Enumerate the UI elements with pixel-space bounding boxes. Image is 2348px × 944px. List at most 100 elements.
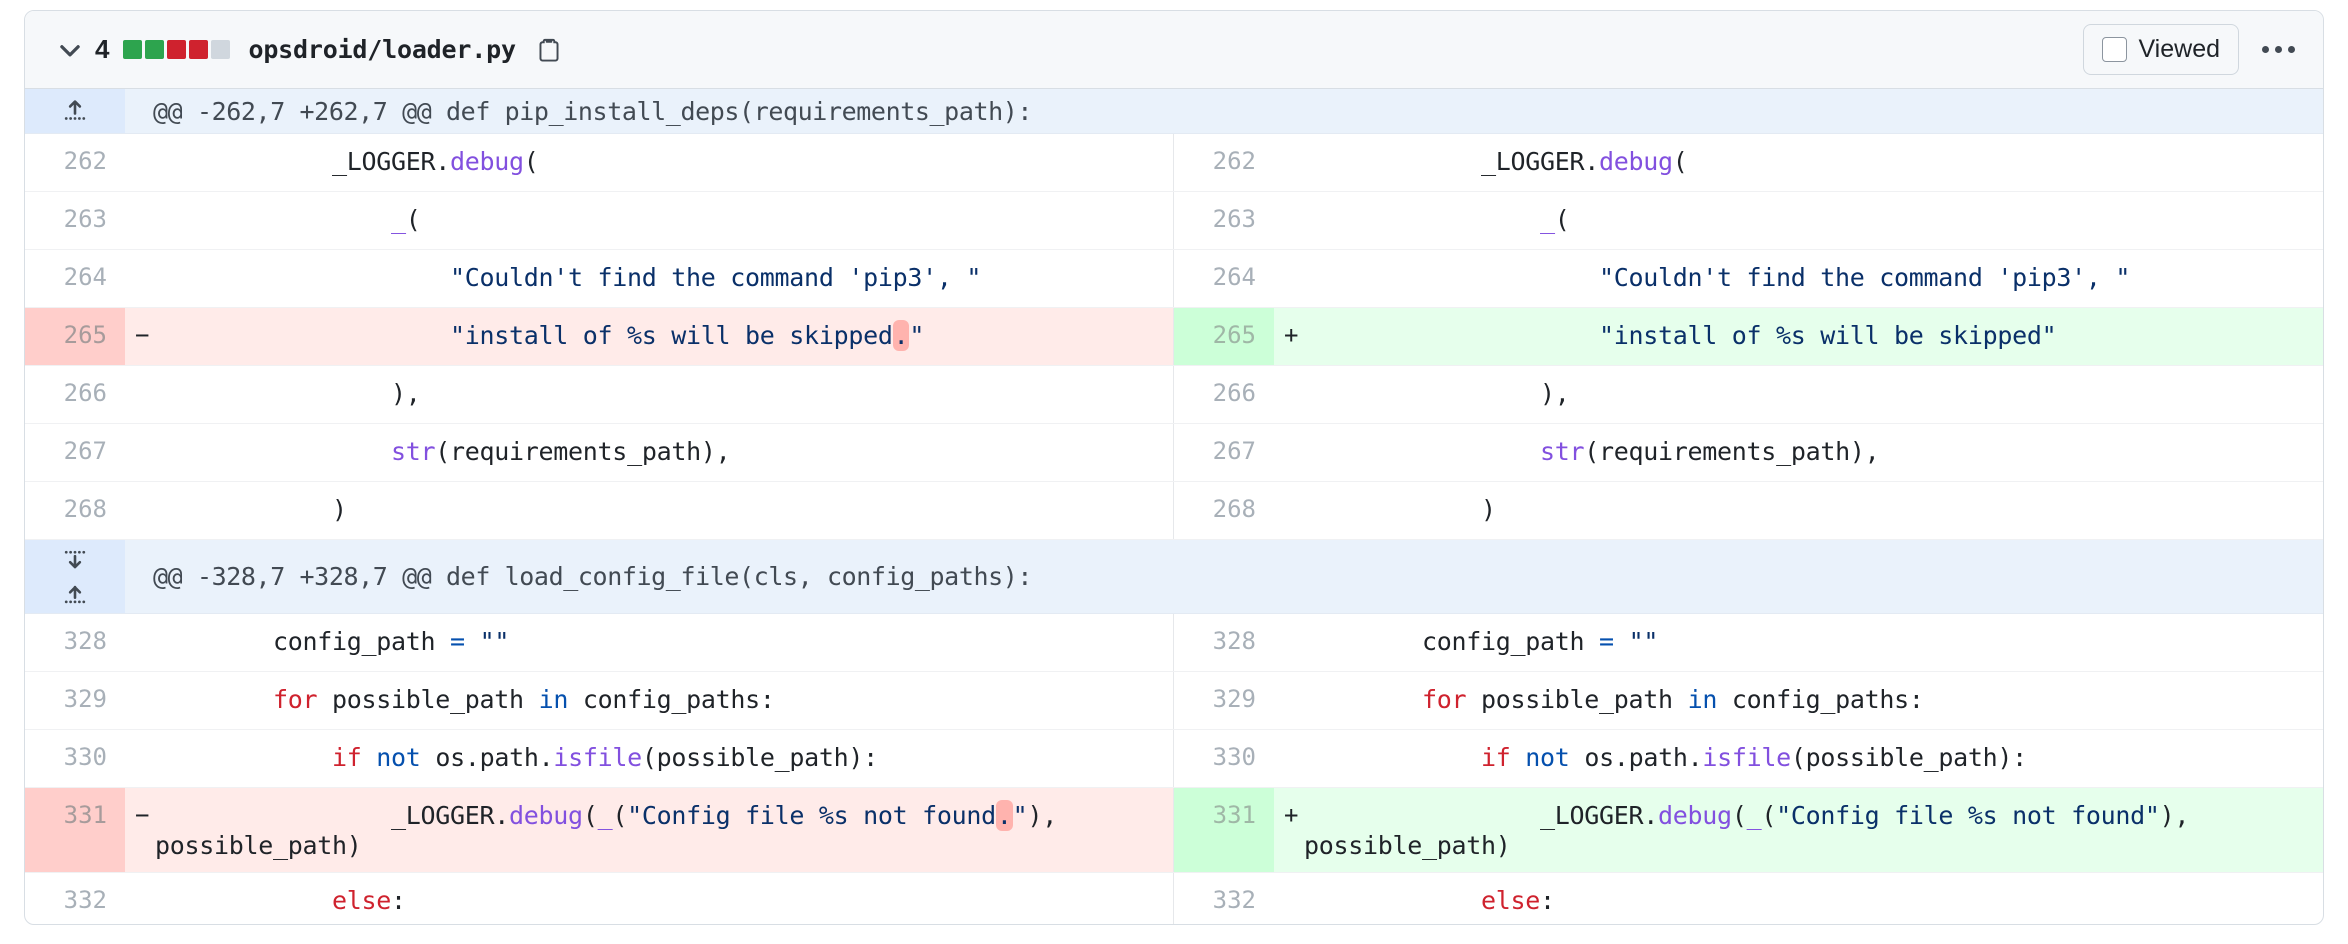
diff-row-changed: 331 − _LOGGER.debug(_("Config file %s no…: [25, 788, 2323, 873]
diffstat-square-added-1: [123, 40, 143, 59]
diff-pane-right: 329 for possible_path in config_paths:: [1174, 672, 2323, 729]
line-number[interactable]: 263: [1212, 205, 1256, 233]
line-number[interactable]: 330: [63, 743, 107, 771]
code-line[interactable]: for possible_path in config_paths:: [273, 685, 775, 714]
diffstat-square-neutral: [211, 40, 231, 59]
code-line[interactable]: ),: [155, 379, 421, 408]
code-line[interactable]: "Couldn't find the command 'pip3', ": [450, 263, 982, 292]
code-line-added[interactable]: "install of %s will be skipped": [1304, 308, 2323, 365]
chevron-down-icon[interactable]: [53, 33, 87, 67]
diff-pane-left: 330 if not os.path.isfile(possible_path)…: [25, 730, 1174, 787]
diff-pane-right: 262 _LOGGER.debug(: [1174, 134, 2323, 191]
diffstat-square-deleted-1: [167, 40, 187, 59]
kebab-horizontal-icon[interactable]: [2257, 31, 2299, 69]
line-number[interactable]: 328: [63, 627, 107, 655]
code-line[interactable]: _LOGGER.debug(: [155, 147, 539, 176]
viewed-toggle-button[interactable]: Viewed: [2083, 24, 2239, 75]
file-path-label[interactable]: opsdroid/loader.py: [248, 35, 516, 64]
code-line[interactable]: str(requirements_path),: [391, 437, 731, 466]
line-number[interactable]: 332: [1212, 886, 1256, 914]
diff-pane-left: 263 _(: [25, 192, 1174, 249]
diff-marker: [125, 482, 155, 539]
diff-pane-right: 264 "Couldn't find the command 'pip3', ": [1174, 250, 2323, 307]
diff-marker-deleted: −: [125, 308, 155, 365]
line-number[interactable]: 265: [25, 308, 125, 365]
diff-row-changed: 265 − "install of %s will be skipped." 2…: [25, 308, 2323, 366]
code-line[interactable]: str(requirements_path),: [1540, 437, 1880, 466]
code-line-deleted[interactable]: _LOGGER.debug(_("Config file %s not foun…: [155, 788, 1173, 872]
kebab-dot-2: [2274, 46, 2282, 53]
diff-file-panel: 4 opsdroid/loader.py Viewed: [24, 10, 2324, 925]
expand-up-icon[interactable]: [25, 89, 125, 133]
expand-up-down-icon[interactable]: [25, 540, 125, 613]
hunk-header-row-2: @@ -328,7 +328,7 @@ def load_config_file…: [25, 540, 2323, 614]
line-number[interactable]: 262: [1212, 147, 1256, 175]
line-number[interactable]: 264: [1212, 263, 1256, 291]
line-number[interactable]: 262: [63, 147, 107, 175]
code-line[interactable]: else:: [332, 886, 406, 915]
diff-marker: [1274, 873, 1304, 924]
copy-clipboard-icon[interactable]: [532, 33, 566, 67]
code-line[interactable]: config_path = "": [155, 627, 510, 656]
diff-marker: [125, 424, 155, 481]
code-line[interactable]: if not os.path.isfile(possible_path):: [1481, 743, 2027, 772]
line-number[interactable]: 330: [1212, 743, 1256, 771]
diff-pane-right: 330 if not os.path.isfile(possible_path)…: [1174, 730, 2323, 787]
code-line[interactable]: _(: [1540, 205, 1570, 234]
code-line[interactable]: for possible_path in config_paths:: [1422, 685, 1924, 714]
diff-marker: [1274, 614, 1304, 671]
line-number[interactable]: 267: [63, 437, 107, 465]
code-line[interactable]: ): [1304, 495, 1496, 524]
diff-pane-left-deleted: 265 − "install of %s will be skipped.": [25, 308, 1174, 365]
hunk-header-row-1: @@ -262,7 +262,7 @@ def pip_install_deps…: [25, 89, 2323, 134]
kebab-dot-1: [2261, 46, 2269, 53]
diff-marker: [125, 192, 155, 249]
line-number[interactable]: 266: [1212, 379, 1256, 407]
diff-marker: [1274, 672, 1304, 729]
line-number[interactable]: 263: [63, 205, 107, 233]
diff-row: 262 _LOGGER.debug( 262 _LOGGER.debug(: [25, 134, 2323, 192]
code-line[interactable]: ): [155, 495, 347, 524]
diff-row: 329 for possible_path in config_paths: 3…: [25, 672, 2323, 730]
line-number[interactable]: 329: [63, 685, 107, 713]
diff-marker-deleted: −: [125, 788, 155, 872]
line-number[interactable]: 268: [1212, 495, 1256, 523]
changes-count: 4: [95, 34, 110, 64]
diff-row: 330 if not os.path.isfile(possible_path)…: [25, 730, 2323, 788]
diff-marker: [1274, 250, 1304, 307]
file-header: 4 opsdroid/loader.py Viewed: [25, 11, 2323, 89]
line-number[interactable]: 267: [1212, 437, 1256, 465]
diff-pane-left-deleted: 331 − _LOGGER.debug(_("Config file %s no…: [25, 788, 1174, 872]
kebab-dot-3: [2287, 46, 2295, 53]
code-line[interactable]: ),: [1304, 379, 1570, 408]
line-number[interactable]: 268: [63, 495, 107, 523]
code-line[interactable]: if not os.path.isfile(possible_path):: [332, 743, 878, 772]
diff-pane-left: 267 str(requirements_path),: [25, 424, 1174, 481]
line-number[interactable]: 265: [1174, 308, 1274, 365]
line-number[interactable]: 331: [25, 788, 125, 872]
line-number[interactable]: 266: [63, 379, 107, 407]
hunk-header-text-1: @@ -262,7 +262,7 @@ def pip_install_deps…: [153, 96, 1033, 126]
hunk-header-text-2: @@ -328,7 +328,7 @@ def load_config_file…: [153, 562, 1033, 591]
diff-pane-left: 329 for possible_path in config_paths:: [25, 672, 1174, 729]
line-number[interactable]: 328: [1212, 627, 1256, 655]
code-line[interactable]: "Couldn't find the command 'pip3', ": [1599, 263, 2131, 292]
diff-marker: [1274, 424, 1304, 481]
diff-marker: [1274, 134, 1304, 191]
line-number[interactable]: 332: [63, 886, 107, 914]
diff-marker: [1274, 366, 1304, 423]
diff-pane-right: 328 config_path = "": [1174, 614, 2323, 671]
code-line[interactable]: _(: [391, 205, 421, 234]
viewed-checkbox[interactable]: [2102, 37, 2128, 62]
code-line-added[interactable]: _LOGGER.debug(_("Config file %s not foun…: [1304, 788, 2323, 872]
line-number[interactable]: 329: [1212, 685, 1256, 713]
line-number[interactable]: 264: [63, 263, 107, 291]
code-line-deleted[interactable]: "install of %s will be skipped.": [155, 308, 1173, 365]
line-number[interactable]: 331: [1174, 788, 1274, 872]
diff-marker-added: +: [1274, 788, 1304, 872]
diff-pane-right: 268 ): [1174, 482, 2323, 539]
code-line[interactable]: _LOGGER.debug(: [1304, 147, 1688, 176]
code-line[interactable]: else:: [1481, 886, 1555, 915]
diff-marker: [125, 134, 155, 191]
code-line[interactable]: config_path = "": [1304, 627, 1659, 656]
